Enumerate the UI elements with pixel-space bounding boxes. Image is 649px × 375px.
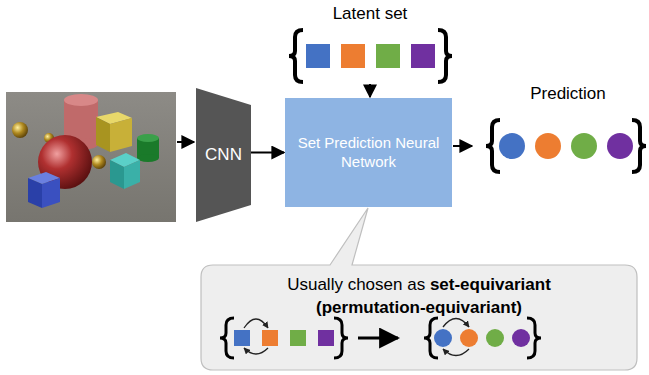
equivariance-illustration xyxy=(234,319,530,356)
curly-brace xyxy=(334,318,348,358)
process-box: Set Prediction Neural Network xyxy=(285,98,452,207)
callout-text: Usually chosen as set-equivariant (permuta… xyxy=(201,272,637,322)
node-text: Set Prediction Neural Network xyxy=(295,134,442,172)
curly-brace xyxy=(438,30,452,82)
latent-arrow xyxy=(369,84,371,97)
curly-brace xyxy=(424,318,438,358)
callout-bubble xyxy=(201,208,637,370)
curly-brace xyxy=(527,318,541,358)
node-text: (permutation-equivariant) xyxy=(203,297,635,320)
set-label: Latent set xyxy=(333,4,408,24)
curly-brace xyxy=(632,120,646,172)
output-arrow xyxy=(453,145,472,147)
node-text: Usually chosen as xyxy=(287,275,425,294)
connector-arrow xyxy=(251,152,284,154)
curly-brace xyxy=(220,318,234,358)
cnn-trapezoid: CNN xyxy=(196,88,251,222)
latent-set-squares xyxy=(306,44,435,68)
scene-image xyxy=(6,92,176,222)
curly-brace xyxy=(289,30,303,82)
set-label: Prediction xyxy=(530,84,606,104)
prediction-circles xyxy=(499,133,633,159)
node-text: set-equivariant xyxy=(430,275,551,294)
curly-brace xyxy=(486,120,500,172)
node-text: CNN xyxy=(205,144,242,165)
input-arrow xyxy=(177,141,194,143)
